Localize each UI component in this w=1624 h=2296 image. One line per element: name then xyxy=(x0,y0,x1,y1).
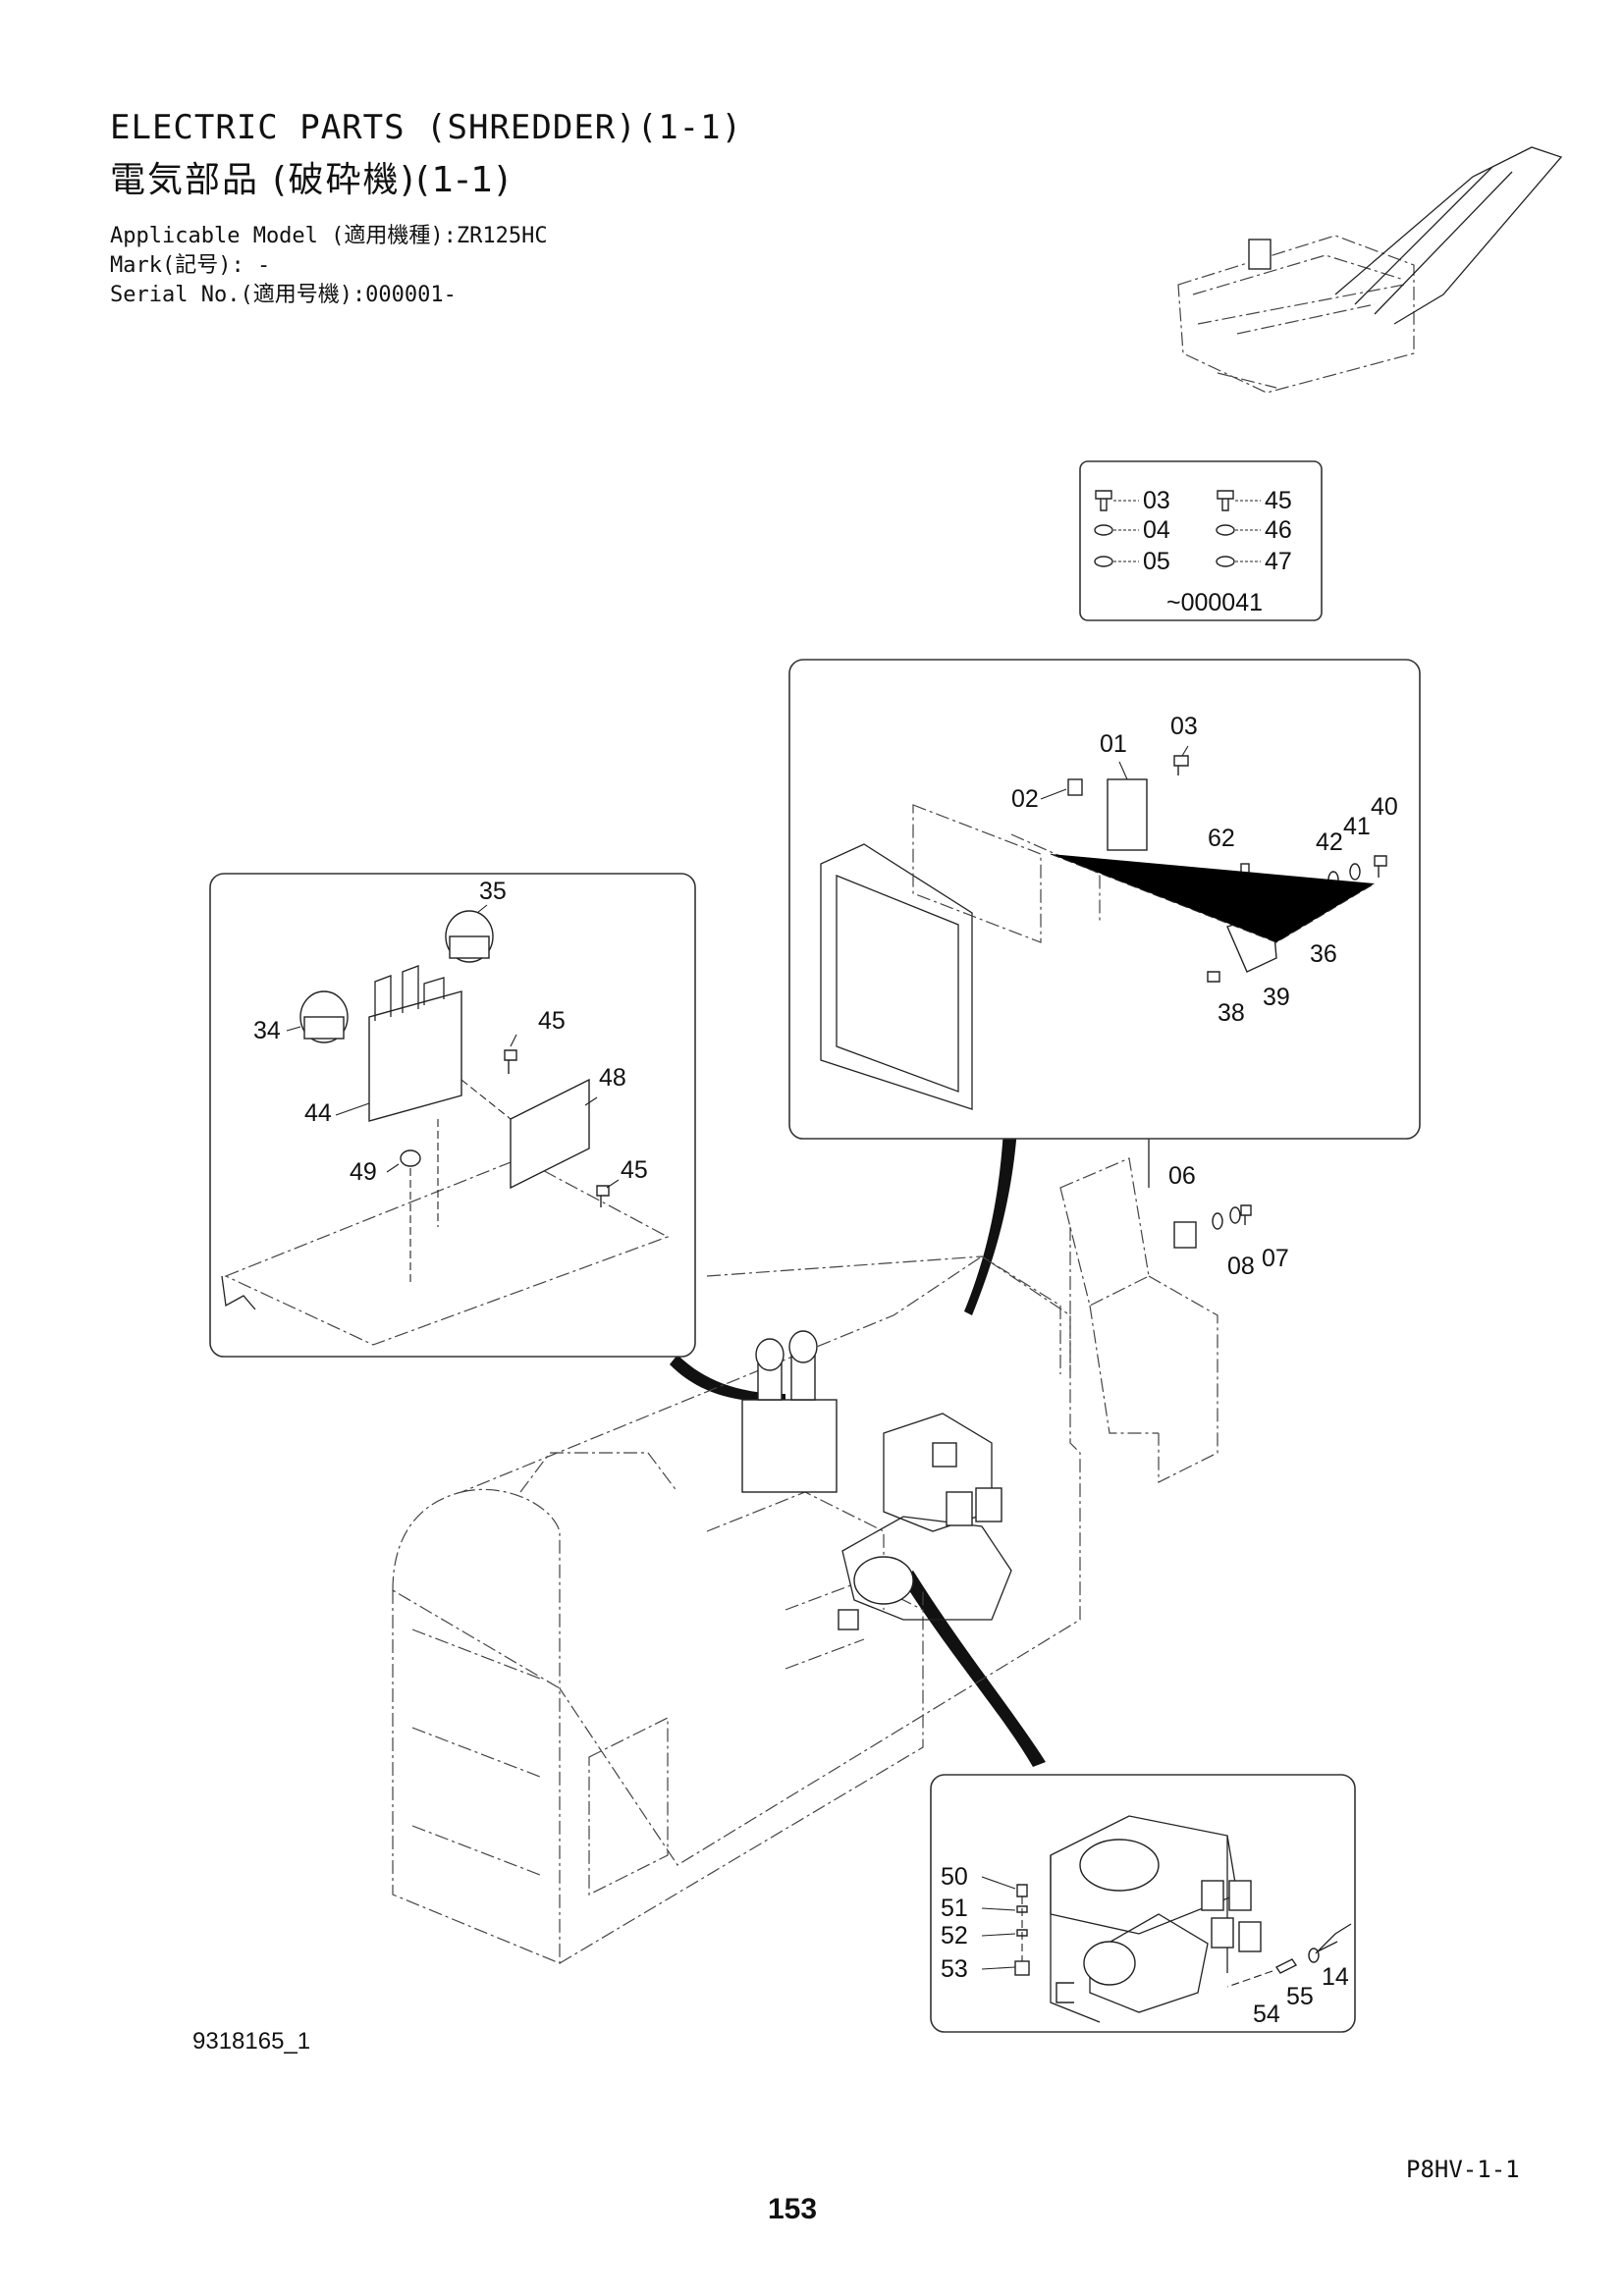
main-assembly: 06 07 08 xyxy=(392,1098,1289,1964)
washer-icon xyxy=(1216,524,1235,536)
label: 02 xyxy=(1011,785,1039,813)
lamp-bracket xyxy=(741,1399,838,1493)
label: 44 xyxy=(304,1099,332,1127)
washer-icon xyxy=(1094,556,1113,567)
label: 38 xyxy=(1218,999,1245,1027)
label: 45 xyxy=(538,1007,566,1035)
washer-icon xyxy=(1216,556,1235,567)
detail-lower-right: 50 51 52 53 14 55 54 xyxy=(930,1774,1356,2033)
label: 36 xyxy=(1310,940,1337,968)
label: 01 xyxy=(1100,730,1127,758)
serial-range: ~000041 xyxy=(1166,589,1263,616)
label: 03 xyxy=(1170,713,1198,740)
part-01 xyxy=(1107,778,1148,851)
mark-line: Mark(記号): - xyxy=(110,253,271,278)
cover-48 xyxy=(510,1078,590,1190)
label: 48 xyxy=(599,1064,626,1092)
label: 08 xyxy=(1227,1253,1255,1280)
callout-wedge xyxy=(964,1129,1017,1315)
label: 42 xyxy=(1316,828,1343,856)
label: 14 xyxy=(1322,1963,1349,1991)
label: 39 xyxy=(1263,984,1290,1011)
label: 49 xyxy=(350,1158,377,1186)
label: 62 xyxy=(1208,825,1235,852)
label: 05 xyxy=(1143,548,1170,575)
applicable-model: Applicable Model (適用機種):ZR125HC xyxy=(110,224,548,248)
bracket-44 xyxy=(368,990,462,1122)
label: 34 xyxy=(253,1017,281,1044)
page-number: 153 xyxy=(768,2193,818,2225)
detail-left: 35 34 45 44 48 49 45 xyxy=(209,873,696,1358)
bolt-icon xyxy=(1217,490,1234,511)
part-02 xyxy=(1067,778,1083,796)
label: 52 xyxy=(941,1922,968,1949)
label: 55 xyxy=(1286,1983,1314,2010)
label: 06 xyxy=(1168,1162,1196,1190)
serial-number-line: Serial No.(適用号機):000001- xyxy=(110,283,457,307)
part-06 xyxy=(1173,1221,1197,1249)
label: 07 xyxy=(1262,1245,1289,1272)
detail-upper-right: 01 02 03 62 42 41 40 36 38 39 xyxy=(788,659,1421,1140)
label: 41 xyxy=(1343,813,1371,840)
label: 47 xyxy=(1265,548,1292,575)
label: 45 xyxy=(1265,487,1292,514)
washer-icon xyxy=(1094,524,1113,536)
bolt-icon xyxy=(1095,490,1112,511)
label: 53 xyxy=(941,1955,968,1983)
label: 04 xyxy=(1143,516,1170,544)
title-english: ELECTRIC PARTS (SHREDDER)(1-1) xyxy=(110,108,743,147)
label: 35 xyxy=(479,878,507,905)
label: 03 xyxy=(1143,487,1170,514)
label: 51 xyxy=(941,1895,968,1922)
label: 50 xyxy=(941,1863,968,1891)
page-code: P8HV-1-1 xyxy=(1406,2156,1520,2183)
serial-inset: 03 04 05 45 46 47 ~000041 xyxy=(1079,460,1323,621)
label: 46 xyxy=(1265,516,1292,544)
document-id: 9318165_1 xyxy=(192,2028,311,2055)
label: 40 xyxy=(1371,793,1398,821)
title-japanese: 電気部品 (破砕機)(1-1) xyxy=(110,160,512,200)
machine-thumbnail xyxy=(1177,146,1563,394)
label: 54 xyxy=(1253,2001,1280,2028)
label: 45 xyxy=(621,1156,648,1184)
